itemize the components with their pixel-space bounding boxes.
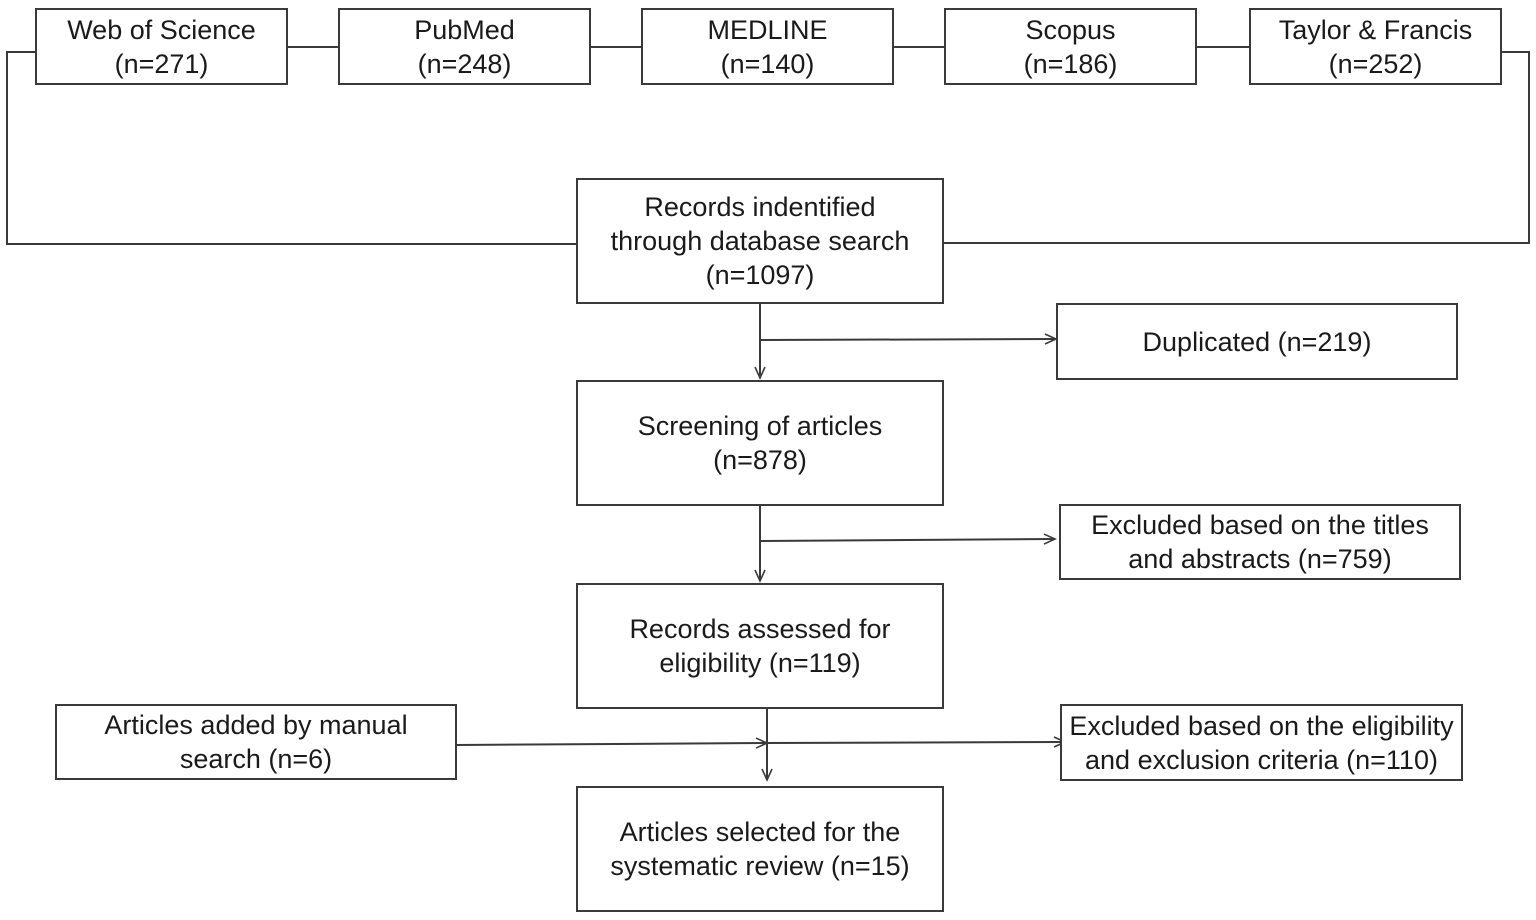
manual-search-box: Articles added by manual search (n=6) — [55, 704, 457, 780]
excluded-titles-line-1: Excluded based on the titles — [1091, 510, 1429, 540]
source-name: PubMed — [414, 14, 515, 45]
source-box-medline: MEDLINE (n=140) — [641, 8, 894, 85]
screening-label: Screening of articles — [637, 411, 883, 441]
source-count: (n=248) — [417, 48, 512, 79]
identified-line-1: Records indentified — [644, 192, 876, 222]
identified-count: (n=1097) — [705, 260, 815, 290]
source-count: (n=140) — [720, 48, 815, 79]
screening-count: (n=878) — [713, 445, 807, 475]
duplicated-box: Duplicated (n=219) — [1056, 303, 1458, 380]
source-box-pubmed: PubMed (n=248) — [338, 8, 591, 85]
selected-line-1: Articles selected for the — [619, 817, 901, 847]
source-box-scopus: Scopus (n=186) — [944, 8, 1197, 85]
duplicated-label: Duplicated (n=219) — [1142, 326, 1372, 357]
excluded-eligibility-line-1: Excluded based on the eligibility — [1069, 710, 1454, 741]
assessed-line-2: eligibility (n=119) — [659, 648, 861, 678]
assessed-box: Records assessed for eligibility (n=119) — [576, 583, 944, 709]
source-box-taylor-francis: Taylor & Francis (n=252) — [1249, 8, 1502, 85]
excluded-eligibility-line-2: and exclusion criteria (n=110) — [1085, 744, 1438, 775]
manual-line-1: Articles added by manual — [104, 710, 408, 740]
selected-line-2: systematic review (n=15) — [610, 851, 910, 881]
excluded-titles-line-2: and abstracts (n=759) — [1128, 544, 1392, 574]
assessed-line-1: Records assessed for — [629, 614, 891, 644]
selected-box: Articles selected for the systematic rev… — [576, 786, 944, 912]
source-box-web-of-science: Web of Science (n=271) — [35, 8, 288, 85]
arrow-manual-merge — [456, 737, 769, 749]
arrow-to-duplicated — [759, 333, 1058, 345]
source-count: (n=252) — [1328, 48, 1423, 79]
source-name: Scopus — [1025, 14, 1116, 45]
arrow-to-excluded-eligibility — [766, 736, 1067, 748]
bracket-right — [944, 51, 1530, 244]
source-name: Web of Science — [67, 14, 256, 45]
arrow-to-excluded-titles — [759, 533, 1057, 545]
source-name: MEDLINE — [707, 14, 828, 45]
screening-box: Screening of articles (n=878) — [576, 380, 944, 506]
source-count: (n=186) — [1023, 48, 1118, 79]
identified-line-2: through database search — [610, 226, 910, 256]
excluded-titles-box: Excluded based on the titles and abstrac… — [1059, 504, 1461, 580]
manual-line-2: search (n=6) — [179, 744, 333, 774]
identified-box: Records indentified through database sea… — [576, 178, 944, 304]
source-count: (n=271) — [114, 48, 209, 79]
excluded-eligibility-box: Excluded based on the eligibility and ex… — [1060, 704, 1463, 781]
bracket-left — [6, 51, 576, 245]
source-name: Taylor & Francis — [1278, 14, 1473, 45]
